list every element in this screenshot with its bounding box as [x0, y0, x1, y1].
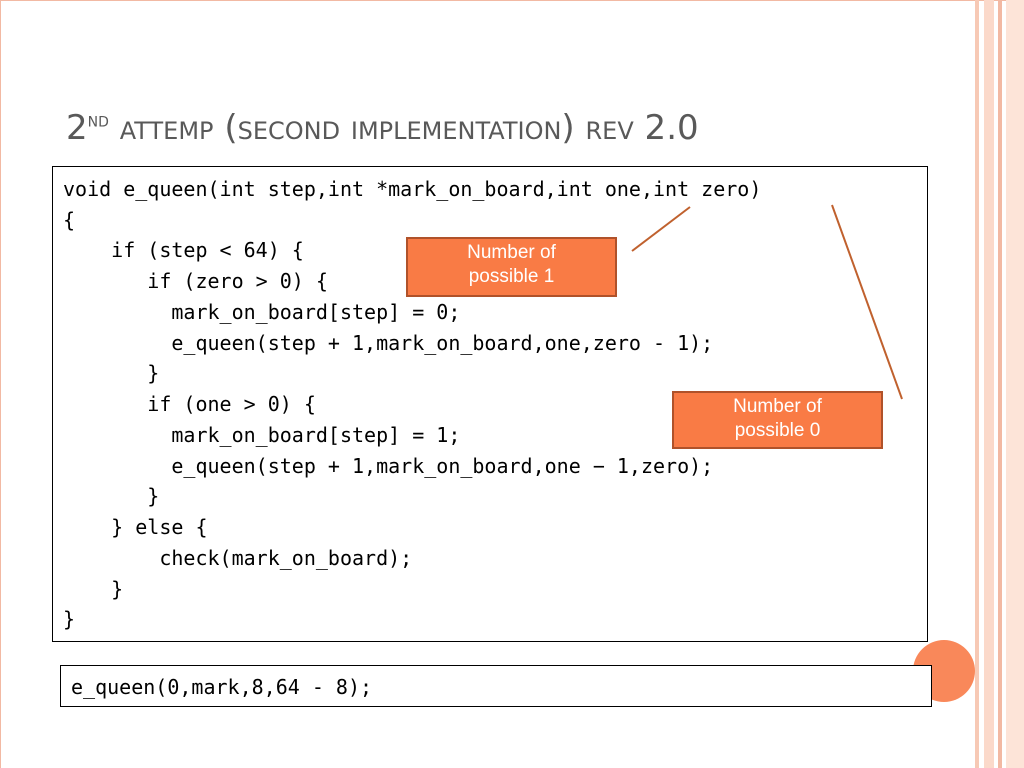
code-line: if (step < 64) {: [63, 238, 304, 262]
title-number: 2: [66, 108, 88, 148]
title-text: attemp (second implementation) rev 2.0: [108, 108, 699, 148]
code-line: mark_on_board[step] = 0;: [63, 300, 461, 324]
decorative-stripe: [984, 0, 994, 768]
code-line: if (zero > 0) {: [63, 269, 328, 293]
callout-possible-ones: Number of possible 1: [406, 237, 617, 297]
code-line: }: [63, 607, 76, 631]
callout-possible-zeros: Number of possible 0: [672, 391, 883, 449]
call-code-line: e_queen(0,mark,8,64 - 8);: [71, 675, 373, 699]
code-line: }: [63, 361, 160, 385]
decorative-stripe: [998, 0, 1002, 768]
code-line: } else {: [63, 515, 208, 539]
callout-text: possible 0: [734, 420, 821, 441]
code-line: check(mark_on_board);: [63, 546, 413, 570]
title-superscript: nd: [87, 107, 109, 132]
call-box: e_queen(0,mark,8,64 - 8);: [60, 665, 932, 707]
code-line: {: [63, 208, 76, 232]
callout-text: possible 1: [468, 266, 555, 287]
callout-text: Number of: [733, 396, 822, 417]
callout-text: Number of: [467, 242, 556, 263]
code-line: mark_on_board[step] = 1;: [63, 423, 461, 447]
decorative-stripe: [1006, 0, 1024, 768]
code-line: if (one > 0) {: [63, 392, 316, 416]
code-line: e_queen(step + 1,mark_on_board,one − 1,z…: [63, 454, 714, 478]
code-line: void e_queen(int step,int *mark_on_board…: [63, 177, 762, 201]
code-line: }: [63, 577, 124, 601]
code-line: e_queen(step + 1,mark_on_board,one,zero …: [63, 331, 714, 355]
decorative-stripe: [975, 0, 979, 768]
code-line: }: [63, 484, 160, 508]
slide-title: 2nd attemp (second implementation) rev 2…: [66, 100, 916, 160]
